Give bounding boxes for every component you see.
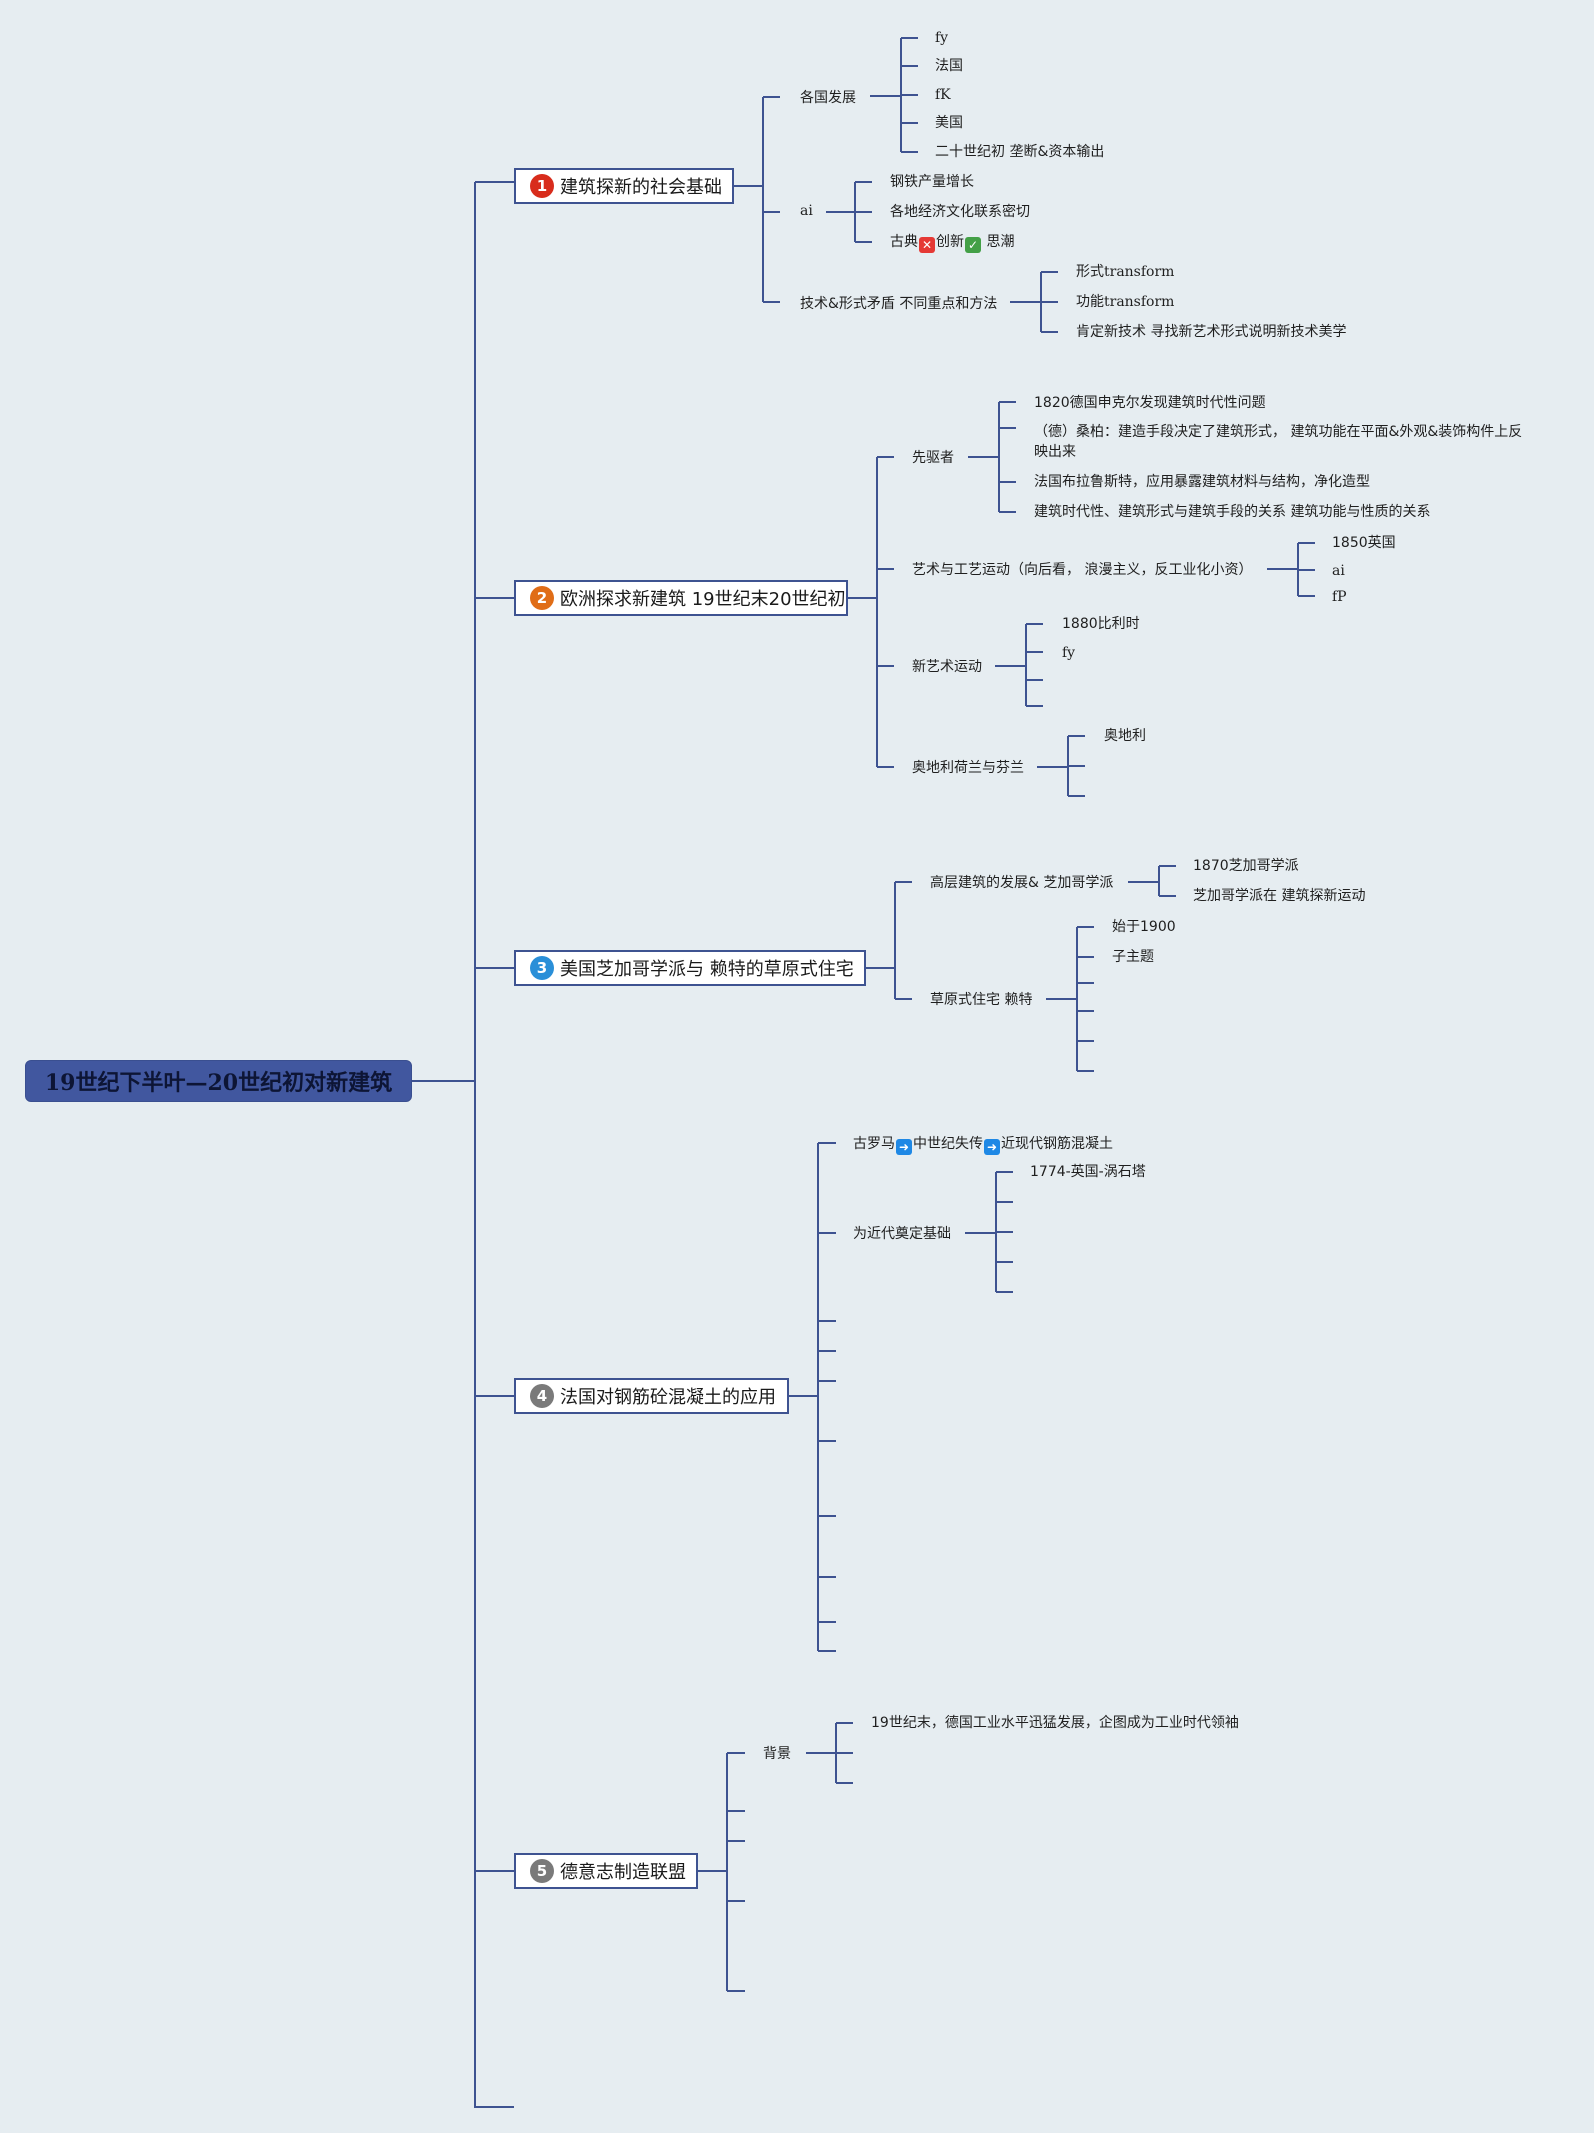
subtopic-1-2[interactable]: ai bbox=[800, 203, 813, 219]
leaf-3-1-1[interactable]: 1870芝加哥学派 bbox=[1193, 858, 1299, 874]
root-topic-label: 19世纪下半叶—20世纪初对新建筑 bbox=[44, 1070, 393, 1096]
number-5-icon: 5 bbox=[530, 1859, 554, 1883]
leaf-3-2-2[interactable]: 子主题 bbox=[1112, 949, 1154, 965]
subtopic-2-4[interactable]: 奥地利荷兰与芬兰 bbox=[912, 760, 1024, 776]
leaf-1-3-1[interactable]: 形式transform bbox=[1076, 264, 1175, 280]
main-topic-1[interactable]: 1 建筑探新的社会基础 bbox=[514, 168, 734, 204]
subtopic-4-1[interactable]: 古罗马➜中世纪失传➜近现代钢筋混凝土 bbox=[853, 1136, 1113, 1155]
leaf-1-1-3[interactable]: fK bbox=[935, 87, 951, 103]
main-topic-5-label: 德意志制造联盟 bbox=[560, 1862, 686, 1883]
number-1-icon: 1 bbox=[530, 174, 554, 198]
leaf-2-2-2[interactable]: ai bbox=[1332, 563, 1345, 579]
leaf-2-1-2[interactable]: （德）桑柏：建造手段决定了建筑形式， 建筑功能在平面&外观&装饰构件上反映出来 bbox=[1034, 424, 1523, 460]
leaf-1-3-2[interactable]: 功能transform bbox=[1076, 294, 1175, 310]
subtopic-2-2[interactable]: 艺术与工艺运动（向后看， 浪漫主义，反工业化小资） bbox=[912, 562, 1253, 578]
subtopic-5-1[interactable]: 背景 bbox=[763, 1746, 791, 1762]
leaf-1-2-1[interactable]: 钢铁产量增长 bbox=[890, 174, 974, 190]
subtopic-2-1[interactable]: 先驱者 bbox=[912, 450, 954, 466]
subtopic-3-1[interactable]: 高层建筑的发展& 芝加哥学派 bbox=[930, 875, 1114, 891]
leaf-2-3-2[interactable]: fy bbox=[1062, 645, 1076, 661]
leaf-1-1-1[interactable]: fy bbox=[935, 30, 949, 46]
leaf-1-2-3[interactable]: 古典✕创新✓ 思潮 bbox=[890, 234, 1015, 253]
subtopic-4-2[interactable]: 为近代奠定基础 bbox=[853, 1226, 951, 1242]
main-topic-3-label: 美国芝加哥学派与 赖特的草原式住宅 bbox=[560, 959, 854, 980]
leaf-1-1-4[interactable]: 美国 bbox=[935, 115, 963, 131]
leaf-3-2-1[interactable]: 始于1900 bbox=[1112, 919, 1176, 935]
main-topic-4[interactable]: 4 法国对钢筋砼混凝土的应用 bbox=[514, 1378, 789, 1414]
leaf-2-1-3[interactable]: 法国布拉鲁斯特，应用暴露建筑材料与结构，净化造型 bbox=[1034, 474, 1370, 490]
leaf-1-3-3[interactable]: 肯定新技术 寻找新艺术形式说明新技术美学 bbox=[1076, 324, 1347, 340]
cross-mark-icon: ✕ bbox=[919, 237, 935, 253]
number-4-icon: 4 bbox=[530, 1384, 554, 1408]
main-topic-2-label: 欧洲探求新建筑 19世纪末20世纪初 bbox=[560, 589, 846, 610]
leaf-2-2-1[interactable]: 1850英国 bbox=[1332, 535, 1396, 551]
leaf-4-2-1[interactable]: 1774-英国-涡石塔 bbox=[1030, 1164, 1146, 1180]
main-topic-3[interactable]: 3 美国芝加哥学派与 赖特的草原式住宅 bbox=[514, 950, 866, 986]
number-2-icon: 2 bbox=[530, 586, 554, 610]
main-topic-5[interactable]: 5 德意志制造联盟 bbox=[514, 1853, 698, 1889]
subtopic-3-2[interactable]: 草原式住宅 赖特 bbox=[930, 992, 1033, 1008]
number-3-icon: 3 bbox=[530, 956, 554, 980]
main-topic-1-label: 建筑探新的社会基础 bbox=[560, 177, 722, 198]
right-arrow-icon: ➜ bbox=[896, 1139, 912, 1155]
leaf-5-1-1[interactable]: 19世纪末，德国工业水平迅猛发展，企图成为工业时代领袖 bbox=[871, 1715, 1239, 1731]
leaf-1-2-2[interactable]: 各地经济文化联系密切 bbox=[890, 204, 1030, 220]
main-topic-4-label: 法国对钢筋砼混凝土的应用 bbox=[560, 1387, 776, 1408]
right-arrow-icon: ➜ bbox=[984, 1139, 1000, 1155]
leaf-2-2-3[interactable]: fP bbox=[1332, 589, 1347, 605]
leaf-2-4-1[interactable]: 奥地利 bbox=[1104, 728, 1146, 744]
leaf-3-1-2[interactable]: 芝加哥学派在 建筑探新运动 bbox=[1193, 888, 1366, 904]
check-mark-icon: ✓ bbox=[965, 237, 981, 253]
main-topic-2[interactable]: 2 欧洲探求新建筑 19世纪末20世纪初 bbox=[514, 580, 848, 616]
leaf-2-1-4[interactable]: 建筑时代性、建筑形式与建筑手段的关系 建筑功能与性质的关系 bbox=[1034, 504, 1431, 520]
leaf-1-1-5[interactable]: 二十世纪初 垄断&资本输出 bbox=[935, 144, 1105, 160]
leaf-1-1-2[interactable]: 法国 bbox=[935, 58, 963, 74]
subtopic-1-1[interactable]: 各国发展 bbox=[800, 90, 856, 106]
subtopic-1-3[interactable]: 技术&形式矛盾 不同重点和方法 bbox=[800, 296, 998, 312]
root-topic[interactable]: 19世纪下半叶—20世纪初对新建筑 bbox=[25, 1060, 412, 1102]
subtopic-2-3[interactable]: 新艺术运动 bbox=[912, 659, 982, 675]
leaf-2-3-1[interactable]: 1880比利时 bbox=[1062, 616, 1140, 632]
leaf-2-1-1[interactable]: 1820德国申克尔发现建筑时代性问题 bbox=[1034, 395, 1266, 411]
